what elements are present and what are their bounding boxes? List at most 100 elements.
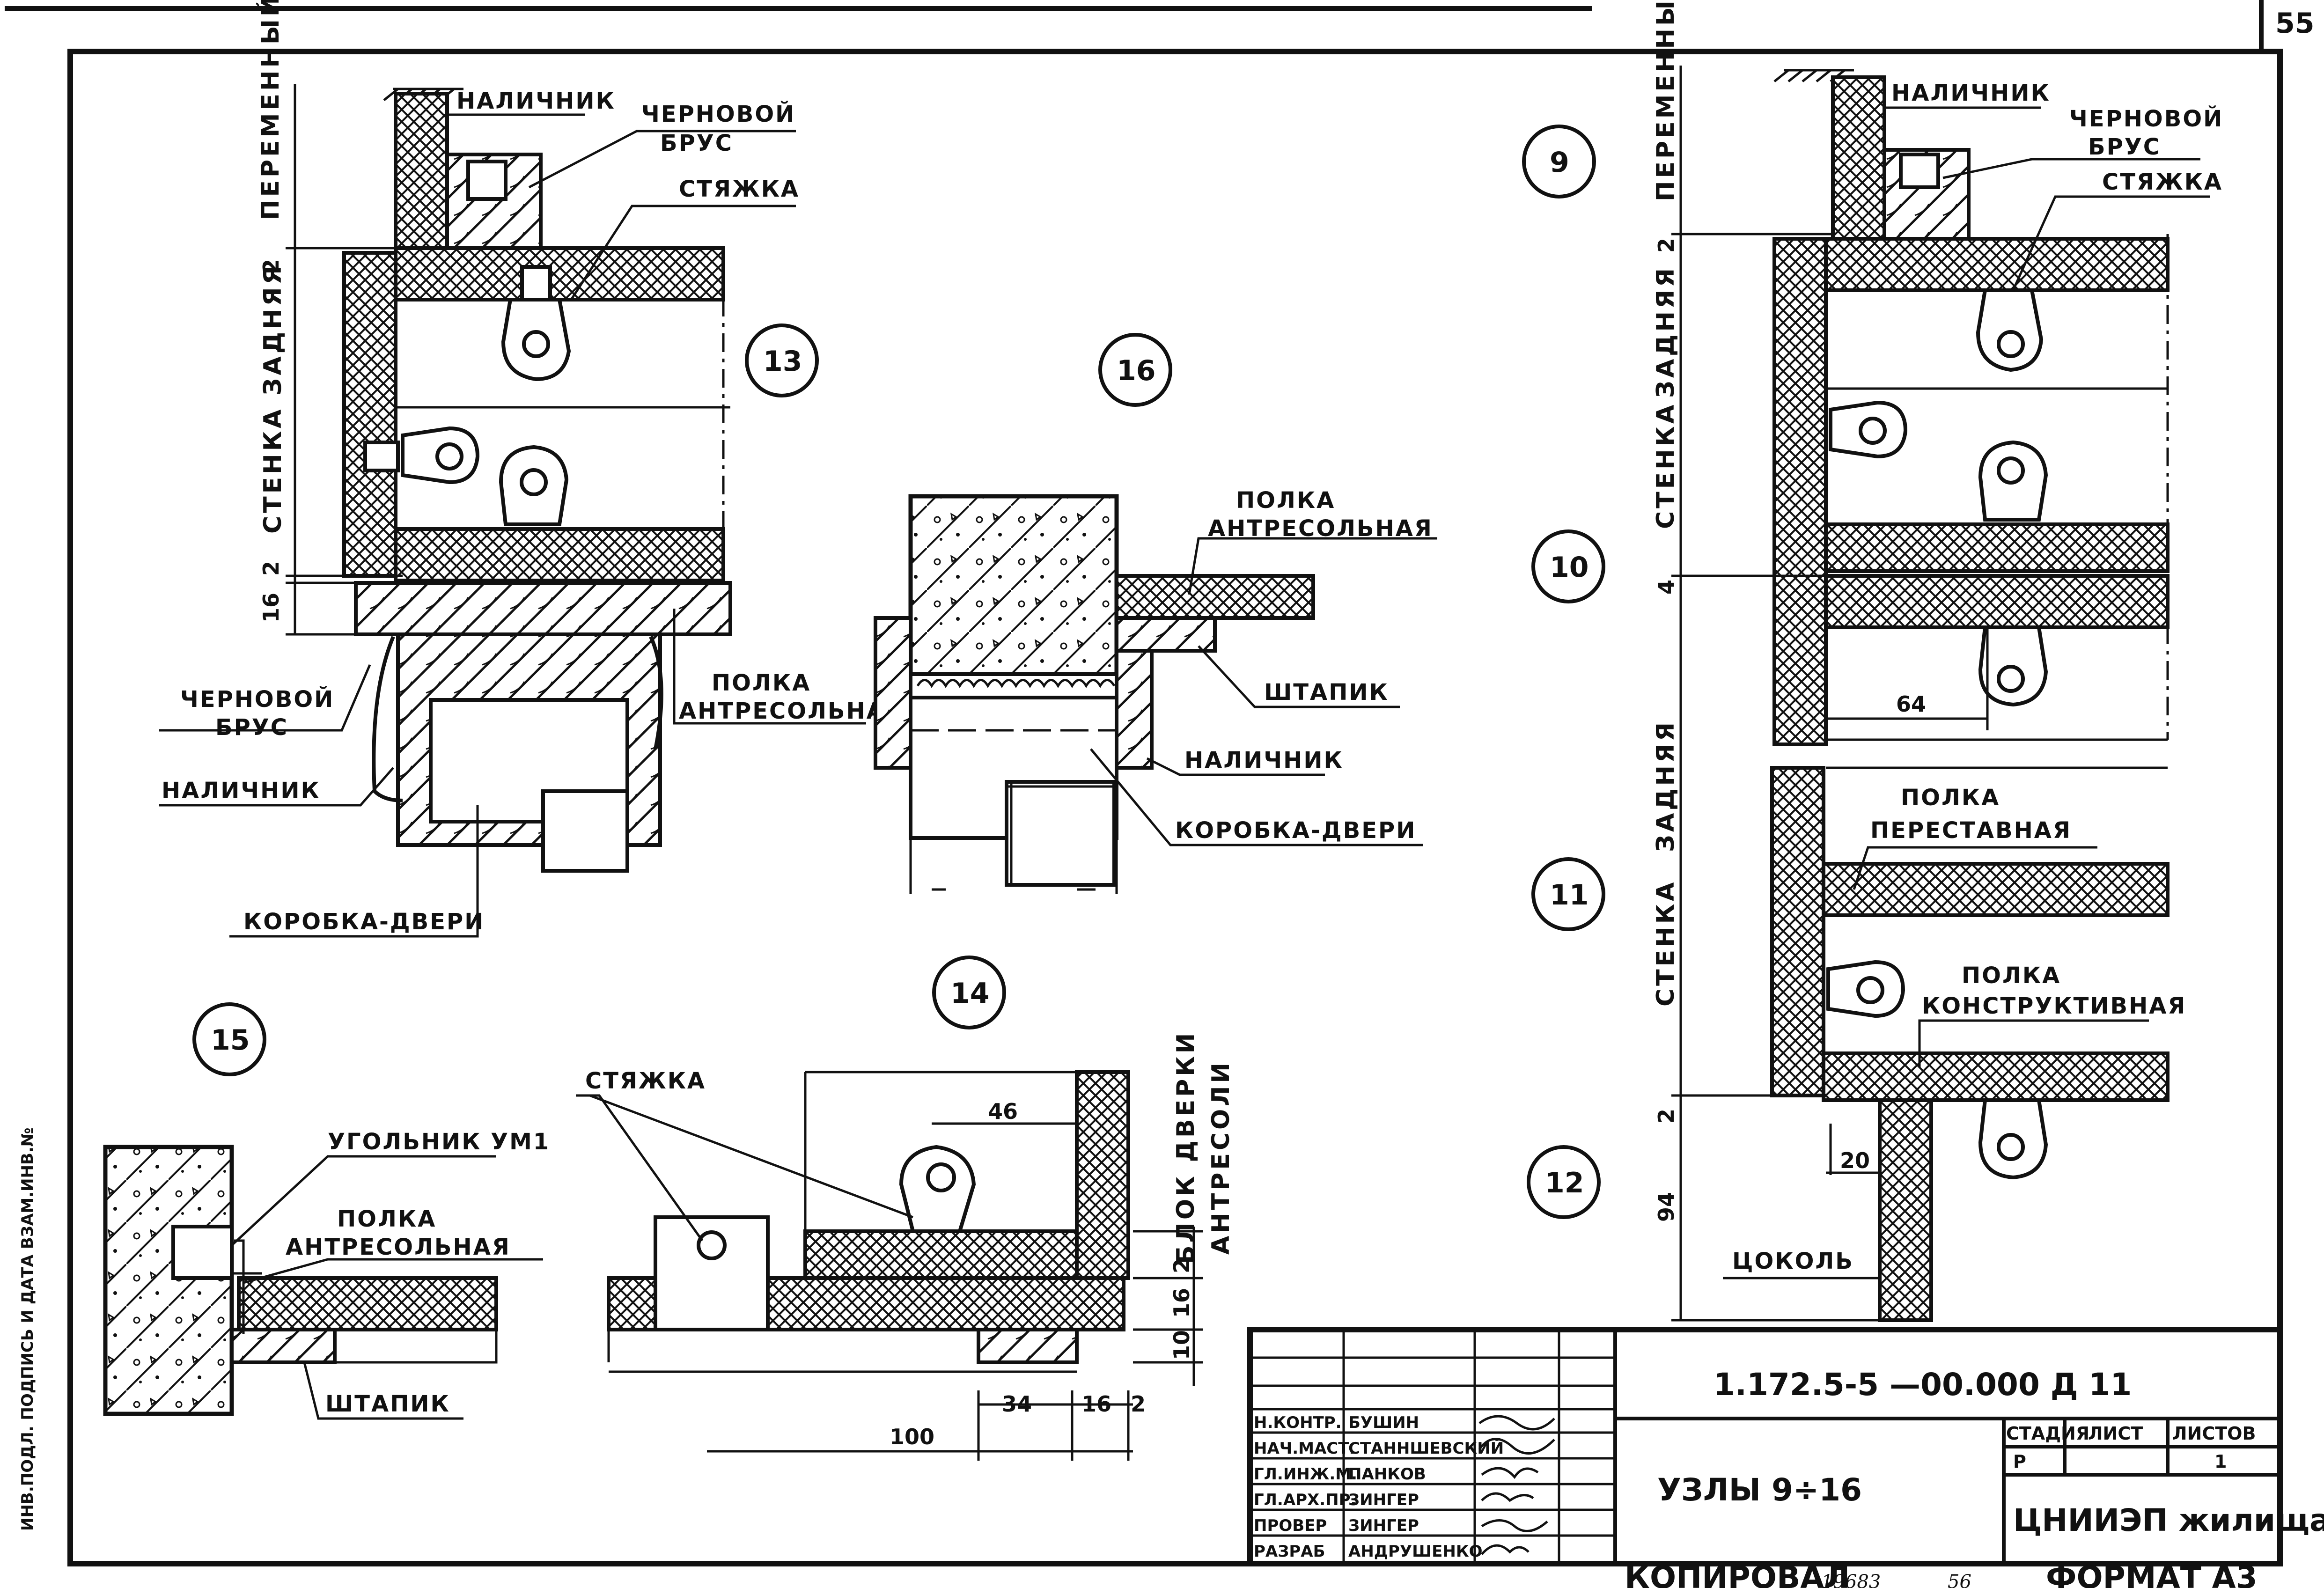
dim-peremenny-13: ПЕРЕМЕННЫЙ	[256, 0, 285, 220]
label-polka-16a: ПОЛКА	[1236, 487, 1335, 514]
node-12: 12	[1545, 1167, 1584, 1199]
staff-role-4: ГЛ.АРХ.ПР.	[1254, 1491, 1356, 1509]
fitting-12b	[1978, 1098, 2048, 1180]
node-10: 10	[1550, 551, 1589, 584]
fitting-14	[899, 1145, 976, 1233]
polka-antresolnaya-15	[237, 1276, 498, 1331]
ugolnik-15	[171, 1225, 234, 1280]
label-chernovoy-9b: БРУС	[2088, 134, 2161, 160]
label-styazhka-9: СТЯЖКА	[2102, 169, 2223, 195]
staff-name-6: АНДРУШЕНКО	[1348, 1542, 1483, 1561]
fitting-10b	[1978, 625, 2048, 707]
shelf-9	[1824, 237, 2170, 292]
staff-role-5: ПРОВЕР	[1254, 1516, 1327, 1535]
back-wall-14	[1075, 1070, 1130, 1280]
label-korobka-16: КОРОБКА-ДВЕРИ	[1175, 817, 1416, 844]
polka-konstruktivnaya-12	[1822, 1051, 2170, 1102]
label-polka-11b: ПЕРЕСТАВНАЯ	[1870, 817, 2072, 844]
fitting-13c	[363, 426, 480, 485]
label-polka-15b: АНТРЕСОЛЬНАЯ	[286, 1234, 511, 1260]
label-chernovoy-13d: БРУС	[215, 714, 288, 741]
node-marker-15	[192, 1002, 266, 1076]
copied-extra: 56	[1948, 1571, 1971, 1588]
fitting-12a	[1826, 960, 1905, 1018]
shelf-upper-13	[394, 246, 725, 301]
label-nalichnik-13: НАЛИЧНИК	[456, 88, 616, 114]
staff-name-2: СТАННШЕВСКИЙ	[1348, 1439, 1504, 1458]
dim-16-14v: 16	[1169, 1288, 1194, 1318]
sheet-title: УЗЛЫ 9÷16	[1657, 1472, 1862, 1508]
dim-peremenny-9: ПЕРЕМЕННЫЙ	[1651, 0, 1680, 201]
label-tsokol-12: ЦОКОЛЬ	[1732, 1248, 1854, 1274]
node-marker-11	[1531, 857, 1605, 931]
detail-9-12: ПЕРЕМЕННЫЙ 2 СТЕНКА ЗАДНЯЯ 4 СТЕНКА ЗАДН…	[1651, 0, 2223, 1322]
node-marker-13	[745, 323, 819, 397]
label-polka-12a: ПОЛКА	[1962, 963, 2061, 989]
dim-2-13a: 2	[258, 259, 284, 274]
shelf-lower-13	[394, 527, 725, 582]
label-chernovoy-13c: ЧЕРНОВОЙ	[180, 686, 334, 713]
format-label: ФОРМАТ А3	[2046, 1559, 2258, 1588]
fitting-13b	[499, 445, 569, 526]
shtapik-14	[977, 1328, 1079, 1364]
label-styazhka-13: СТЯЖКА	[679, 176, 800, 202]
label-polka-13a: ПОЛКА	[712, 670, 811, 696]
shtapik-16	[1115, 616, 1217, 653]
label-polka-13b: АНТРЕСОЛЬНАЯ	[679, 698, 904, 724]
styazhka-14	[803, 1229, 1079, 1280]
dim-2-12: 2	[1654, 1109, 1679, 1124]
label-chernovoy-13a: ЧЕРНОВОЙ	[641, 101, 795, 127]
staff-role-6: РАЗРАБ	[1254, 1542, 1325, 1561]
node-marker-16	[1098, 333, 1172, 407]
detail-15: УГОЛЬНИК УМ1 ПОЛКА АНТРЕСОЛЬНАЯ ШТАПИК	[103, 1129, 550, 1420]
dim-2-14v: 2	[1169, 1258, 1194, 1273]
staff-role-2: НАЧ.МАСТ.	[1254, 1439, 1355, 1458]
dim-20-12: 20	[1840, 1148, 1870, 1173]
back-wall-11	[1770, 766, 1825, 1097]
label-nalichnik-9: НАЛИЧНИК	[1891, 80, 2051, 106]
staff-role-3: ГЛ.ИНЖ.М.	[1254, 1465, 1357, 1484]
label-ugolnik-15: УГОЛЬНИК УМ1	[328, 1129, 550, 1155]
sheets-value: 1	[2214, 1451, 2227, 1472]
label-chernovoy-9a: ЧЕРНОВОЙ	[2069, 105, 2223, 132]
ugolnik-14	[654, 1215, 770, 1331]
dim-stenka-11: СТЕНКА	[1652, 880, 1680, 1007]
doc-code: 1.172.5-5 —00.000 Д 11	[1714, 1367, 2132, 1403]
stage-value: Р	[2013, 1451, 2026, 1472]
node-marker-9	[1522, 125, 1596, 198]
dim-46-14: 46	[988, 1099, 1018, 1124]
label-polka-11a: ПОЛКА	[1901, 785, 2000, 811]
nalichnik-16b	[1115, 649, 1154, 770]
organization: ЦНИИЭП жилища	[2013, 1502, 2324, 1538]
fitting-10c	[1829, 400, 1908, 459]
shelf-10b	[1824, 574, 2170, 629]
label-polka-15a: ПОЛКА	[337, 1206, 436, 1232]
signatures	[1478, 1415, 1555, 1555]
node-14: 14	[950, 977, 990, 1010]
dim-zadnyaya-9: ЗАДНЯЯ	[1652, 265, 1680, 398]
dim-16-13: 16	[258, 593, 284, 623]
nalichnik-9	[1831, 75, 1886, 241]
polka-antresolnaya-16	[1115, 574, 1315, 620]
dim-2-14: 2	[1131, 1391, 1146, 1417]
dim-stenka-13: СТЕНКА ЗАДНЯЯ	[259, 263, 287, 534]
tsokol-12	[1878, 1098, 1933, 1322]
label-shtapik-15: ШТАПИК	[325, 1391, 450, 1417]
label-polka-16b: АНТРЕСОЛЬНАЯ	[1208, 515, 1433, 542]
stage-head: СТАДИЯ	[2006, 1423, 2089, 1444]
label-blok-14a: БЛОК ДВЕРКИ	[1172, 1030, 1200, 1264]
dim-100-14: 100	[890, 1424, 934, 1449]
label-shtapik-16: ШТАПИК	[1264, 679, 1389, 706]
label-nalichnik-16: НАЛИЧНИК	[1184, 747, 1344, 773]
back-wall-upper-13	[342, 251, 397, 578]
concrete-15	[103, 1145, 234, 1416]
polka-perestavnaya-11	[1822, 862, 2170, 917]
nalichnik-13	[394, 92, 449, 250]
sheets-head: ЛИСТОВ	[2172, 1423, 2256, 1444]
dim-94-12: 94	[1654, 1192, 1679, 1222]
dim-2-9: 2	[1654, 238, 1679, 253]
side-stamp: ИНВ.ПОДЛ. ПОДПИСЬ И ДАТА ВЗАМ.ИНВ.№	[18, 1127, 37, 1531]
node-9: 9	[1550, 146, 1569, 179]
dim-zadnyaya-11: ЗАДНЯЯ	[1652, 720, 1680, 852]
